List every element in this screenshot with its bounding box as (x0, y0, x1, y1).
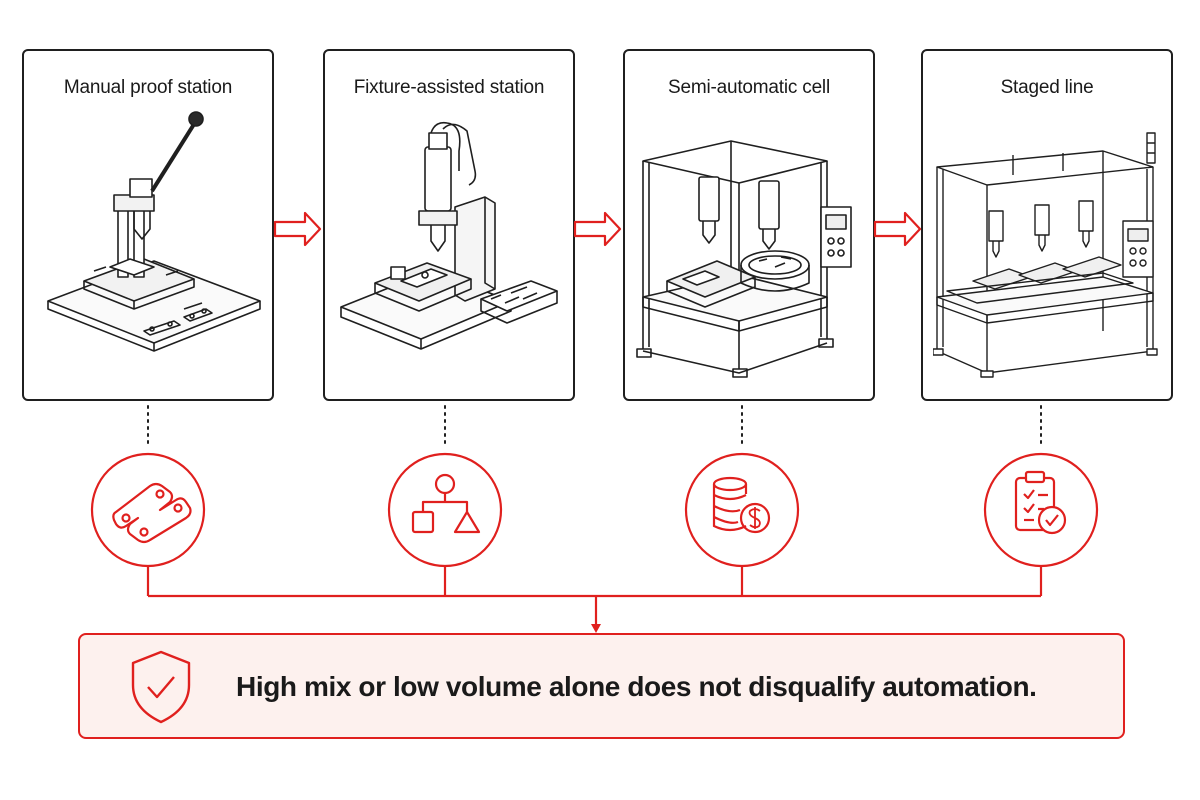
staged-line-illustration (933, 132, 1158, 378)
icon-circle-3 (684, 452, 800, 568)
bracket-part-icon (112, 482, 192, 544)
fixture-station-illustration (340, 121, 558, 350)
stage-card-fixture-assisted-station: Fixture-assisted station (323, 49, 575, 401)
clipboard-check-icon (1014, 470, 1067, 535)
icon-circle-2 (387, 452, 503, 568)
manual-press-illustration (47, 111, 261, 352)
stage-card-semi-automatic-cell: Semi-automatic cell (623, 49, 875, 401)
flow-arrow-1 (273, 211, 322, 247)
icon-circle-4 (983, 452, 1099, 568)
semi-automatic-cell-illustration (636, 140, 852, 378)
stage-card-manual-proof-station: Manual proof station (22, 49, 274, 401)
flow-arrow-2 (573, 211, 622, 247)
coin-stack-dollar-icon (712, 476, 771, 534)
stage-title: Staged line (1000, 77, 1094, 98)
conclusion-callout: High mix or low volume alone does not di… (78, 633, 1125, 739)
bus-down-arrowhead (591, 624, 601, 633)
conclusion-text: High mix or low volume alone does not di… (236, 671, 1037, 702)
shield-check-icon (131, 650, 191, 724)
stage-card-staged-line: Staged line (921, 49, 1173, 401)
shapes-icon (411, 473, 481, 534)
flow-arrow-3 (873, 211, 922, 247)
stage-title: Semi-automatic cell (668, 77, 830, 98)
stage-title: Fixture-assisted station (353, 77, 545, 98)
icon-circle-1 (90, 452, 206, 568)
stage-title: Manual proof station (63, 77, 233, 98)
